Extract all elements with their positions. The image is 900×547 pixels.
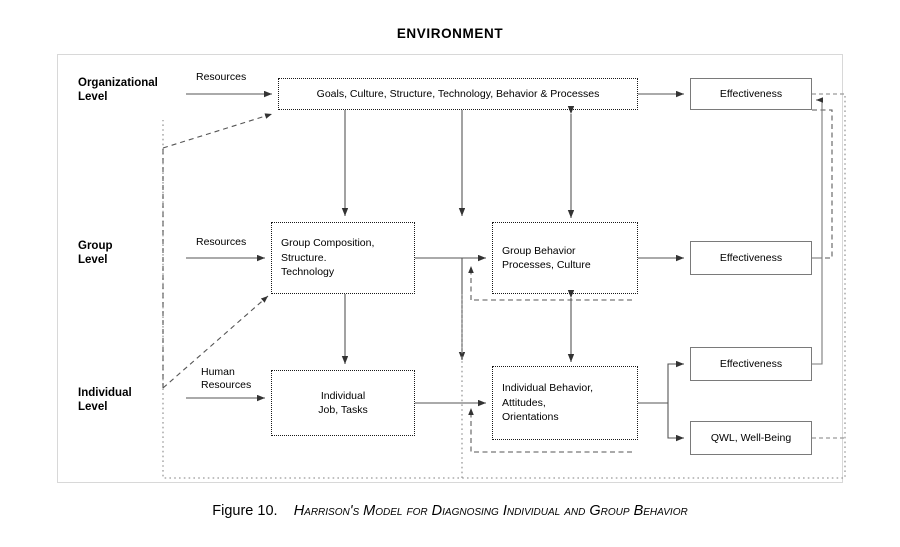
- level-label-individual: Individual Level: [78, 387, 132, 413]
- box-individual-behavior: Individual Behavior, Attitudes, Orientat…: [492, 366, 638, 440]
- figure-caption: Figure 10. Harrison's Model for Diagnosi…: [0, 503, 900, 519]
- input-label-human-resources: Human Resources: [201, 366, 252, 391]
- box-organizational-system-text: Goals, Culture, Structure, Technology, B…: [316, 87, 600, 100]
- box-effectiveness-organizational: Effectiveness: [690, 78, 812, 110]
- figure-caption-title: Harrison's Model for Diagnosing Individu…: [293, 503, 688, 519]
- box-effectiveness-individual: Effectiveness: [690, 347, 812, 381]
- level-label-group: Group Level: [78, 240, 113, 266]
- box-group-composition: Group Composition, Structure. Technology: [271, 222, 415, 294]
- box-group-behavior: Group Behavior Processes, Culture: [492, 222, 638, 294]
- level-label-organizational: Organizational Level: [78, 77, 158, 103]
- box-qwl-wellbeing-text: QWL, Well-Being: [710, 432, 792, 444]
- box-effectiveness-individual-text: Effectiveness: [719, 358, 783, 370]
- box-individual-job: Individual Job, Tasks: [271, 370, 415, 436]
- box-organizational-system: Goals, Culture, Structure, Technology, B…: [278, 78, 638, 110]
- box-group-behavior-text: Group Behavior Processes, Culture: [502, 244, 591, 272]
- input-label-group-resources: Resources: [196, 236, 247, 248]
- box-effectiveness-group-text: Effectiveness: [719, 252, 783, 264]
- box-group-composition-text: Group Composition, Structure. Technology: [281, 237, 375, 279]
- box-individual-job-text: Individual Job, Tasks: [318, 389, 368, 417]
- box-individual-behavior-text: Individual Behavior, Attitudes, Orientat…: [502, 382, 594, 424]
- box-effectiveness-group: Effectiveness: [690, 241, 812, 275]
- figure-outer-frame: [57, 54, 843, 483]
- figure-caption-number: Figure 10.: [212, 503, 278, 519]
- input-label-org-resources: Resources: [196, 71, 247, 83]
- box-effectiveness-organizational-text: Effectiveness: [719, 88, 783, 100]
- box-qwl-wellbeing: QWL, Well-Being: [690, 421, 812, 455]
- environment-title: ENVIRONMENT: [396, 26, 504, 41]
